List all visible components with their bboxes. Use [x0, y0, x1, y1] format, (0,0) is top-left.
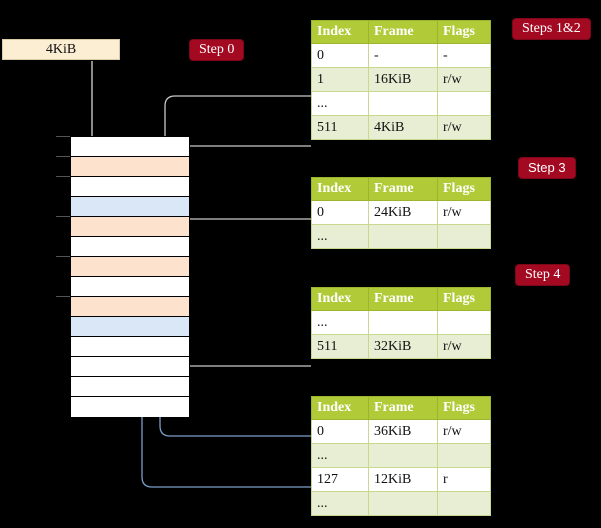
- step-label-step-4: Step 4: [516, 265, 570, 285]
- cell-frame: 16KiB: [368, 67, 438, 92]
- column-header-frame: Frame: [368, 396, 438, 420]
- memory-row: [71, 177, 189, 197]
- page-table-4: Index Frame Flags 0 36KiB r/w ... 127 12…: [311, 396, 491, 516]
- cell-frame: -: [368, 43, 438, 68]
- memory-row: [71, 337, 189, 357]
- cell-frame: 36KiB: [368, 419, 438, 444]
- column-header-frame: Frame: [368, 287, 438, 311]
- memory-row: [71, 217, 189, 237]
- cell-index: ...: [311, 491, 369, 516]
- page-table-1: Index Frame Flags 0 - - 1 16KiB r/w ...: [311, 20, 491, 140]
- step-label-steps-1-2: Steps 1&2: [513, 19, 590, 39]
- cell-frame: 24KiB: [368, 200, 438, 225]
- cell-flags: r/w: [437, 419, 491, 444]
- column-header-flags: Flags: [437, 20, 491, 44]
- column-header-index: Index: [311, 396, 369, 420]
- table-header-row: Index Frame Flags: [311, 287, 491, 311]
- cell-flags: -: [437, 43, 491, 68]
- memory-row: [71, 197, 189, 217]
- cell-frame: [368, 491, 438, 516]
- cell-index: ...: [311, 310, 369, 335]
- table-row: ...: [311, 224, 491, 249]
- column-header-flags: Flags: [437, 287, 491, 311]
- memory-row: [71, 237, 189, 257]
- column-header-index: Index: [311, 287, 369, 311]
- cell-frame: [368, 443, 438, 468]
- table-row: 127 12KiB r: [311, 467, 491, 492]
- step-label-step-0: Step 0: [190, 40, 244, 60]
- cell-index: 127: [311, 467, 369, 492]
- memory-row: [71, 297, 189, 317]
- cell-flags: r/w: [437, 334, 491, 359]
- cell-flags: [437, 224, 491, 249]
- grid-tick: [56, 156, 70, 157]
- grid-tick: [56, 136, 70, 137]
- cell-index: ...: [311, 443, 369, 468]
- cell-index: 511: [311, 115, 369, 140]
- table-row: 1 16KiB r/w: [311, 67, 491, 92]
- column-header-frame: Frame: [368, 177, 438, 201]
- table-row: 511 32KiB r/w: [311, 334, 491, 359]
- cell-index: 511: [311, 334, 369, 359]
- table-row: 0 - -: [311, 43, 491, 68]
- table-row: 511 4KiB r/w: [311, 115, 491, 140]
- cell-flags: r/w: [437, 200, 491, 225]
- physical-memory-grid: [70, 136, 190, 417]
- memory-row: [71, 317, 189, 337]
- cell-flags: r/w: [437, 67, 491, 92]
- column-header-flags: Flags: [437, 396, 491, 420]
- cell-flags: [437, 310, 491, 335]
- memory-row: [71, 397, 189, 417]
- table-header-row: Index Frame Flags: [311, 177, 491, 201]
- grid-tick: [56, 216, 70, 217]
- column-header-flags: Flags: [437, 177, 491, 201]
- source-frame-label: 4KiB: [45, 42, 77, 57]
- cell-index: ...: [311, 224, 369, 249]
- cell-frame: 12KiB: [368, 467, 438, 492]
- cell-index: 0: [311, 43, 369, 68]
- cell-flags: r: [437, 467, 491, 492]
- memory-row: [71, 257, 189, 277]
- column-header-index: Index: [311, 20, 369, 44]
- wire-t1-r1: [164, 95, 311, 144]
- wire-t1-r511: [171, 145, 311, 209]
- grid-tick: [56, 176, 70, 177]
- cell-frame: [368, 91, 438, 116]
- cell-index: ...: [311, 91, 369, 116]
- source-frame-box: 4KiB: [2, 39, 120, 60]
- memory-row: [71, 377, 189, 397]
- table-row: 0 36KiB r/w: [311, 419, 491, 444]
- table-row: 0 24KiB r/w: [311, 200, 491, 225]
- page-table-3: Index Frame Flags ... 511 32KiB r/w: [311, 287, 491, 359]
- cell-index: 1: [311, 67, 369, 92]
- wire-t3-r511: [179, 296, 311, 367]
- table-row: ...: [311, 310, 491, 335]
- cell-frame: 4KiB: [368, 115, 438, 140]
- table-row: ...: [311, 91, 491, 116]
- cell-frame: 32KiB: [368, 334, 438, 359]
- table-row: ...: [311, 491, 491, 516]
- grid-tick: [56, 296, 70, 297]
- grid-tick: [56, 256, 70, 257]
- cell-flags: [437, 91, 491, 116]
- memory-row: [71, 157, 189, 177]
- cell-index: 0: [311, 419, 369, 444]
- cell-frame: [368, 310, 438, 335]
- memory-row: [71, 137, 189, 157]
- cell-flags: [437, 491, 491, 516]
- page-table-2: Index Frame Flags 0 24KiB r/w ...: [311, 177, 491, 249]
- cell-index: 0: [311, 200, 369, 225]
- column-header-frame: Frame: [368, 20, 438, 44]
- step-label-step-3: Step 3: [519, 158, 575, 178]
- memory-row: [71, 277, 189, 297]
- table-row: ...: [311, 443, 491, 468]
- column-header-index: Index: [311, 177, 369, 201]
- table-header-row: Index Frame Flags: [311, 20, 491, 44]
- cell-flags: [437, 443, 491, 468]
- table-header-row: Index Frame Flags: [311, 396, 491, 420]
- cell-flags: r/w: [437, 115, 491, 140]
- memory-row: [71, 357, 189, 377]
- cell-frame: [368, 224, 438, 249]
- wire-t2-r0: [179, 218, 311, 262]
